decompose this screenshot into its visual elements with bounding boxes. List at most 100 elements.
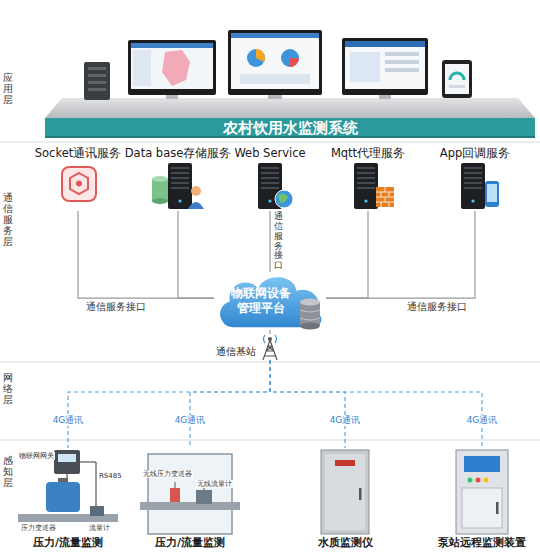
- service-icon: [445, 161, 505, 211]
- globe-icon: [275, 190, 293, 208]
- tablet-part: [449, 85, 465, 88]
- database-cylinder: [300, 299, 320, 306]
- brick-wall: [376, 187, 394, 207]
- device-illustration: [295, 448, 395, 536]
- service-icon: [338, 161, 398, 211]
- device-illustration: [18, 450, 118, 522]
- layer-separator-part: [0, 142, 540, 143]
- pressure-transmitter: [170, 488, 180, 502]
- server-slot: [171, 187, 189, 189]
- service-node: Socket通讯服务: [35, 146, 122, 211]
- user-icon: [188, 202, 204, 209]
- server-led: [364, 199, 367, 202]
- monitor: [128, 40, 216, 99]
- device-caption: 水质监测仪: [318, 536, 373, 550]
- device-illustration: [321, 450, 369, 534]
- rack-server-part: [88, 74, 106, 77]
- analyzer-cabinet: [325, 454, 365, 530]
- monitor-part: [290, 58, 299, 67]
- monitor-part: [131, 43, 213, 89]
- server-tower: [168, 163, 192, 209]
- service-node: Data base存储服务: [125, 146, 232, 211]
- server-slot: [464, 167, 482, 169]
- meter-pit: [148, 454, 232, 534]
- flow-meter: [90, 506, 104, 516]
- rack-server-part: [84, 62, 110, 100]
- platform-part: [45, 98, 535, 118]
- device-caption: 压力/流量监测: [155, 536, 225, 550]
- base-station: 通信基站: [216, 334, 282, 360]
- monitor-part: [231, 33, 319, 89]
- link-label: 4G通讯: [51, 415, 86, 426]
- interface-label: 通信服务接口: [274, 212, 283, 271]
- server-slot: [261, 187, 279, 189]
- monitor-part: [162, 50, 190, 86]
- part-label: 流量计: [88, 524, 111, 532]
- device-illustration: [140, 448, 240, 536]
- server-led: [471, 199, 474, 202]
- user-icon: [191, 186, 201, 196]
- part-label: 物联网网关: [18, 452, 55, 460]
- platform-part: [45, 118, 535, 138]
- server-slot: [464, 172, 482, 174]
- wireless-link: [190, 360, 270, 448]
- interface-label: 通信服务接口: [407, 301, 467, 313]
- service-link: [269, 330, 270, 334]
- database-cylinder: [152, 176, 168, 182]
- service-name: Data base存储服务: [125, 146, 232, 161]
- device-illustration: [432, 448, 532, 536]
- layer-label: 应用层: [3, 72, 13, 105]
- monitor-part: [131, 43, 213, 48]
- tower-icon: [263, 335, 277, 360]
- rack-server-part: [88, 81, 106, 84]
- pressure-transmitter: [46, 482, 80, 512]
- globe-icon: [278, 193, 288, 203]
- monitor-part: [240, 74, 310, 84]
- service-name: Web Service: [234, 146, 305, 161]
- monitor-part: [379, 95, 391, 99]
- monitor-part: [345, 41, 425, 89]
- server-slot: [464, 177, 482, 179]
- service-icon: [148, 161, 208, 211]
- database-cylinder: [152, 198, 168, 204]
- cloud-shape: [219, 276, 322, 328]
- server-tower: [461, 163, 485, 209]
- monitor-part: [385, 68, 419, 72]
- cabinet-door: [462, 488, 502, 528]
- service-node: Mqtt代理服务: [331, 146, 405, 211]
- door-handle: [496, 502, 499, 514]
- socket-icon: [62, 167, 96, 201]
- server-slot: [464, 187, 482, 189]
- touch-screen: [464, 456, 500, 472]
- monitor-part: [268, 95, 282, 99]
- iot-gateway: [54, 450, 80, 474]
- platform: [45, 98, 535, 138]
- server-slot: [357, 182, 375, 184]
- layer-label: 网络层: [3, 372, 13, 405]
- service-icon: [62, 167, 96, 201]
- server-led: [178, 199, 181, 202]
- rack-server-part: [88, 88, 106, 91]
- database-cylinder: [300, 323, 320, 330]
- monitor-part: [342, 38, 428, 95]
- database-cylinder: [152, 179, 168, 201]
- tower-frame: [263, 340, 277, 360]
- service-name: App回调服务: [440, 146, 510, 161]
- service-node: Web Service: [234, 146, 305, 211]
- wireless-link: [270, 360, 482, 448]
- water-pipe: [140, 502, 240, 510]
- monitor: [228, 30, 322, 99]
- phone-icon: [487, 184, 497, 202]
- door-handle: [359, 488, 362, 500]
- monitor-part: [247, 49, 265, 67]
- brick-wall: [376, 187, 394, 207]
- signal-label: RS485: [98, 472, 123, 480]
- service-name: Mqtt代理服务: [331, 146, 405, 161]
- wireless-link: [270, 360, 345, 448]
- layer-separator: [0, 142, 540, 440]
- layer-label: 感知层: [3, 455, 13, 488]
- system-title: 农村饮用水监测系统: [45, 118, 535, 138]
- service-icon: [354, 163, 394, 209]
